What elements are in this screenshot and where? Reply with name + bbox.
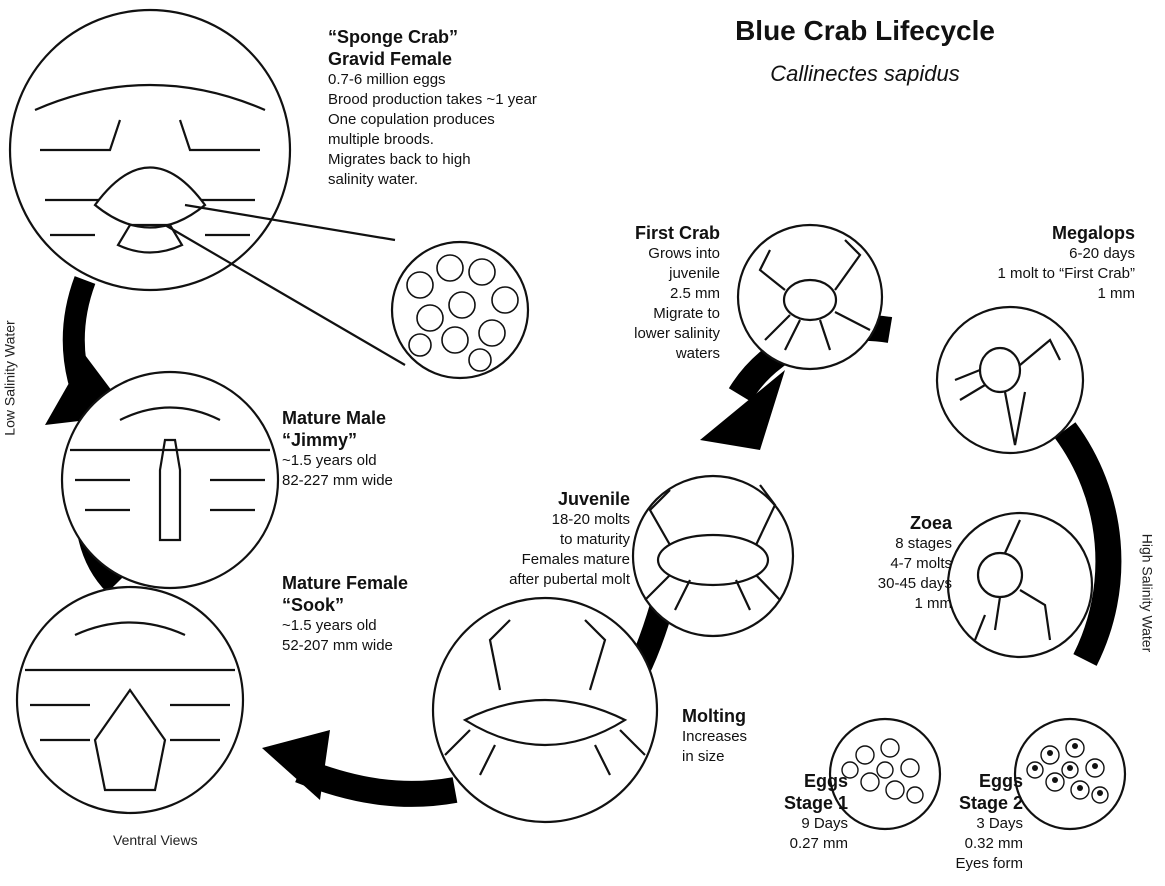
juvenile-line-1: 18-20 molts <box>470 510 630 530</box>
megalops-line-1: 6-20 days <box>940 244 1135 264</box>
molting-text: Molting Increases in size <box>682 705 747 767</box>
zoea-line-1: 8 stages <box>850 534 952 554</box>
sponge-line-1: 0.7-6 million eggs <box>328 70 537 90</box>
first-crab-line-4: Migrate to <box>560 304 720 324</box>
mature-female-text: Mature Female “Sook” ~1.5 years old 52-2… <box>282 572 408 656</box>
eggs2-line-1: 3 Days <box>925 814 1023 834</box>
first-crab-line-3: 2.5 mm <box>560 284 720 304</box>
high-salinity-label: High Salinity Water <box>1139 534 1155 653</box>
male-heading-1: Mature Male <box>282 407 393 429</box>
eggs2-heading-1: Eggs <box>925 770 1023 792</box>
zoea-heading: Zoea <box>850 512 952 534</box>
female-heading-1: Mature Female <box>282 572 408 594</box>
eggs-stage1-text: Eggs Stage 1 9 Days 0.27 mm <box>750 770 848 854</box>
first-crab-circle <box>738 225 882 369</box>
mature-female-circle <box>17 587 243 813</box>
first-crab-line-2: juvenile <box>560 264 720 284</box>
zoea-text: Zoea 8 stages 4-7 molts 30-45 days 1 mm <box>850 512 952 614</box>
eggs2-line-3: Eyes form <box>925 854 1023 874</box>
page-subtitle: Callinectes sapidus <box>700 60 1030 88</box>
first-crab-heading: First Crab <box>560 222 720 244</box>
eggs-stage2-circle <box>1015 719 1125 829</box>
first-crab-line-5: lower salinity <box>560 324 720 344</box>
zoea-line-3: 30-45 days <box>850 574 952 594</box>
zoea-line-2: 4-7 molts <box>850 554 952 574</box>
male-heading-2: “Jimmy” <box>282 429 393 451</box>
molting-heading: Molting <box>682 705 747 727</box>
megalops-heading: Megalops <box>940 222 1135 244</box>
megalops-text: Megalops 6-20 days 1 molt to “First Crab… <box>940 222 1135 304</box>
molting-line-2: in size <box>682 747 747 767</box>
low-salinity-label: Low Salinity Water <box>2 320 18 435</box>
juvenile-heading: Juvenile <box>470 488 630 510</box>
eggs2-heading-2: Stage 2 <box>925 792 1023 814</box>
male-line-2: 82-227 mm wide <box>282 471 393 491</box>
female-line-1: ~1.5 years old <box>282 616 408 636</box>
juvenile-line-3: Females mature <box>470 550 630 570</box>
first-crab-line-1: Grows into <box>560 244 720 264</box>
male-line-1: ~1.5 years old <box>282 451 393 471</box>
molting-line-1: Increases <box>682 727 747 747</box>
sponge-line-5: Migrates back to high <box>328 150 537 170</box>
eggs2-line-2: 0.32 mm <box>925 834 1023 854</box>
sponge-line-4: multiple broods. <box>328 130 537 150</box>
sponge-line-2: Brood production takes ~1 year <box>328 90 537 110</box>
female-line-2: 52-207 mm wide <box>282 636 408 656</box>
egg-zoom-circle <box>392 242 528 378</box>
female-heading-2: “Sook” <box>282 594 408 616</box>
arrowhead-to-female <box>262 730 330 800</box>
sponge-crab-text: “Sponge Crab” Gravid Female 0.7-6 millio… <box>328 26 537 190</box>
eggs1-heading-1: Eggs <box>750 770 848 792</box>
eggs1-line-2: 0.27 mm <box>750 834 848 854</box>
mature-male-text: Mature Male “Jimmy” ~1.5 years old 82-22… <box>282 407 393 491</box>
eggs1-heading-2: Stage 1 <box>750 792 848 814</box>
eggs-stage2-text: Eggs Stage 2 3 Days 0.32 mm Eyes form <box>925 770 1023 874</box>
eggs1-line-1: 9 Days <box>750 814 848 834</box>
sponge-crab-heading-2: Gravid Female <box>328 48 537 70</box>
sponge-line-3: One copulation produces <box>328 110 537 130</box>
megalops-line-3: 1 mm <box>940 284 1135 304</box>
first-crab-text: First Crab Grows into juvenile 2.5 mm Mi… <box>560 222 720 364</box>
ventral-views-label: Ventral Views <box>113 832 198 848</box>
juvenile-line-4: after pubertal molt <box>470 570 630 590</box>
zoea-line-4: 1 mm <box>850 594 952 614</box>
sponge-crab-heading-1: “Sponge Crab” <box>328 26 537 48</box>
juvenile-text: Juvenile 18-20 molts to maturity Females… <box>470 488 630 590</box>
juvenile-line-2: to maturity <box>470 530 630 550</box>
megalops-line-2: 1 molt to “First Crab” <box>940 264 1135 284</box>
page-title: Blue Crab Lifecycle <box>700 14 1030 48</box>
juvenile-circle <box>633 476 793 636</box>
megalops-circle <box>937 307 1083 453</box>
sponge-line-6: salinity water. <box>328 170 537 190</box>
first-crab-line-6: waters <box>560 344 720 364</box>
molting-circle <box>433 598 657 822</box>
